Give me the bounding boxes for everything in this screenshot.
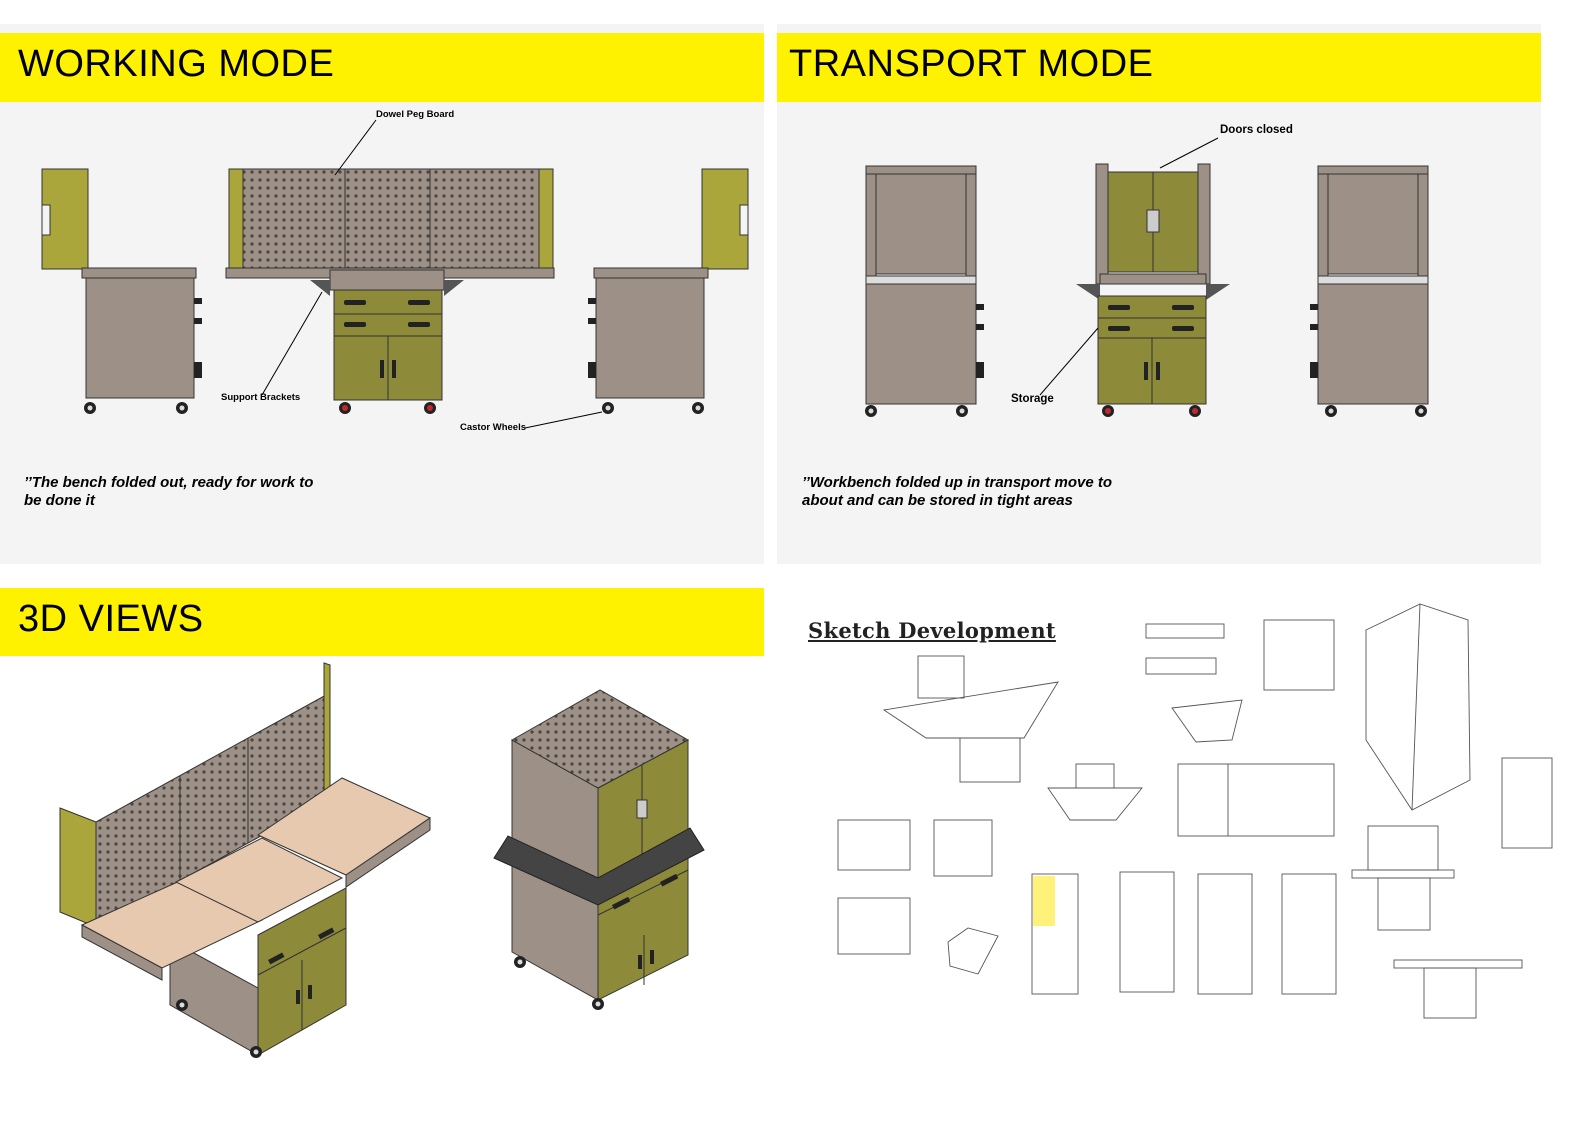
sketch-highlight — [1033, 876, 1055, 926]
callout-dowel-peg-board: Dowel Peg Board — [376, 109, 455, 120]
iso-transport-view — [493, 689, 705, 1010]
callout-storage: Storage — [1011, 393, 1054, 405]
working-mode-title: WORKING MODE — [18, 43, 335, 85]
working-caption: ’’The bench folded out, ready for work t… — [24, 474, 313, 510]
transport-side-view-left — [865, 165, 984, 417]
iso-working-view — [59, 662, 432, 1058]
callout-castor-wheels: Castor Wheels — [460, 422, 526, 433]
working-side-view-left — [41, 168, 202, 414]
views3d-title: 3D VIEWS — [18, 598, 204, 640]
transport-mode-title: TRANSPORT MODE — [789, 43, 1154, 85]
sketch-development-title: Sketch Development — [808, 618, 1056, 643]
transport-side-view-right — [1310, 165, 1429, 417]
working-caption-line-1: ’’The bench folded out, ready for work t… — [24, 474, 314, 491]
transport-front-view — [1076, 163, 1230, 417]
working-mode-banner: WORKING MODE — [0, 33, 764, 102]
transport-caption: ’’Workbench folded up in transport move … — [802, 474, 1112, 510]
views3d-banner: 3D VIEWS — [0, 588, 764, 656]
working-caption-line-2: be done it — [24, 492, 95, 509]
transport-caption-line-1: ’’Workbench folded up in transport move … — [802, 474, 1113, 491]
callout-support-brackets: Support Brackets — [221, 392, 301, 403]
sketch-collage — [837, 603, 1553, 1019]
callout-doors-closed: Doors closed — [1220, 124, 1293, 136]
transport-mode-banner: TRANSPORT MODE — [777, 33, 1541, 102]
working-front-view — [225, 168, 555, 414]
transport-caption-line-2: about and can be stored in tight areas — [802, 492, 1073, 509]
working-side-view-right — [588, 168, 749, 414]
